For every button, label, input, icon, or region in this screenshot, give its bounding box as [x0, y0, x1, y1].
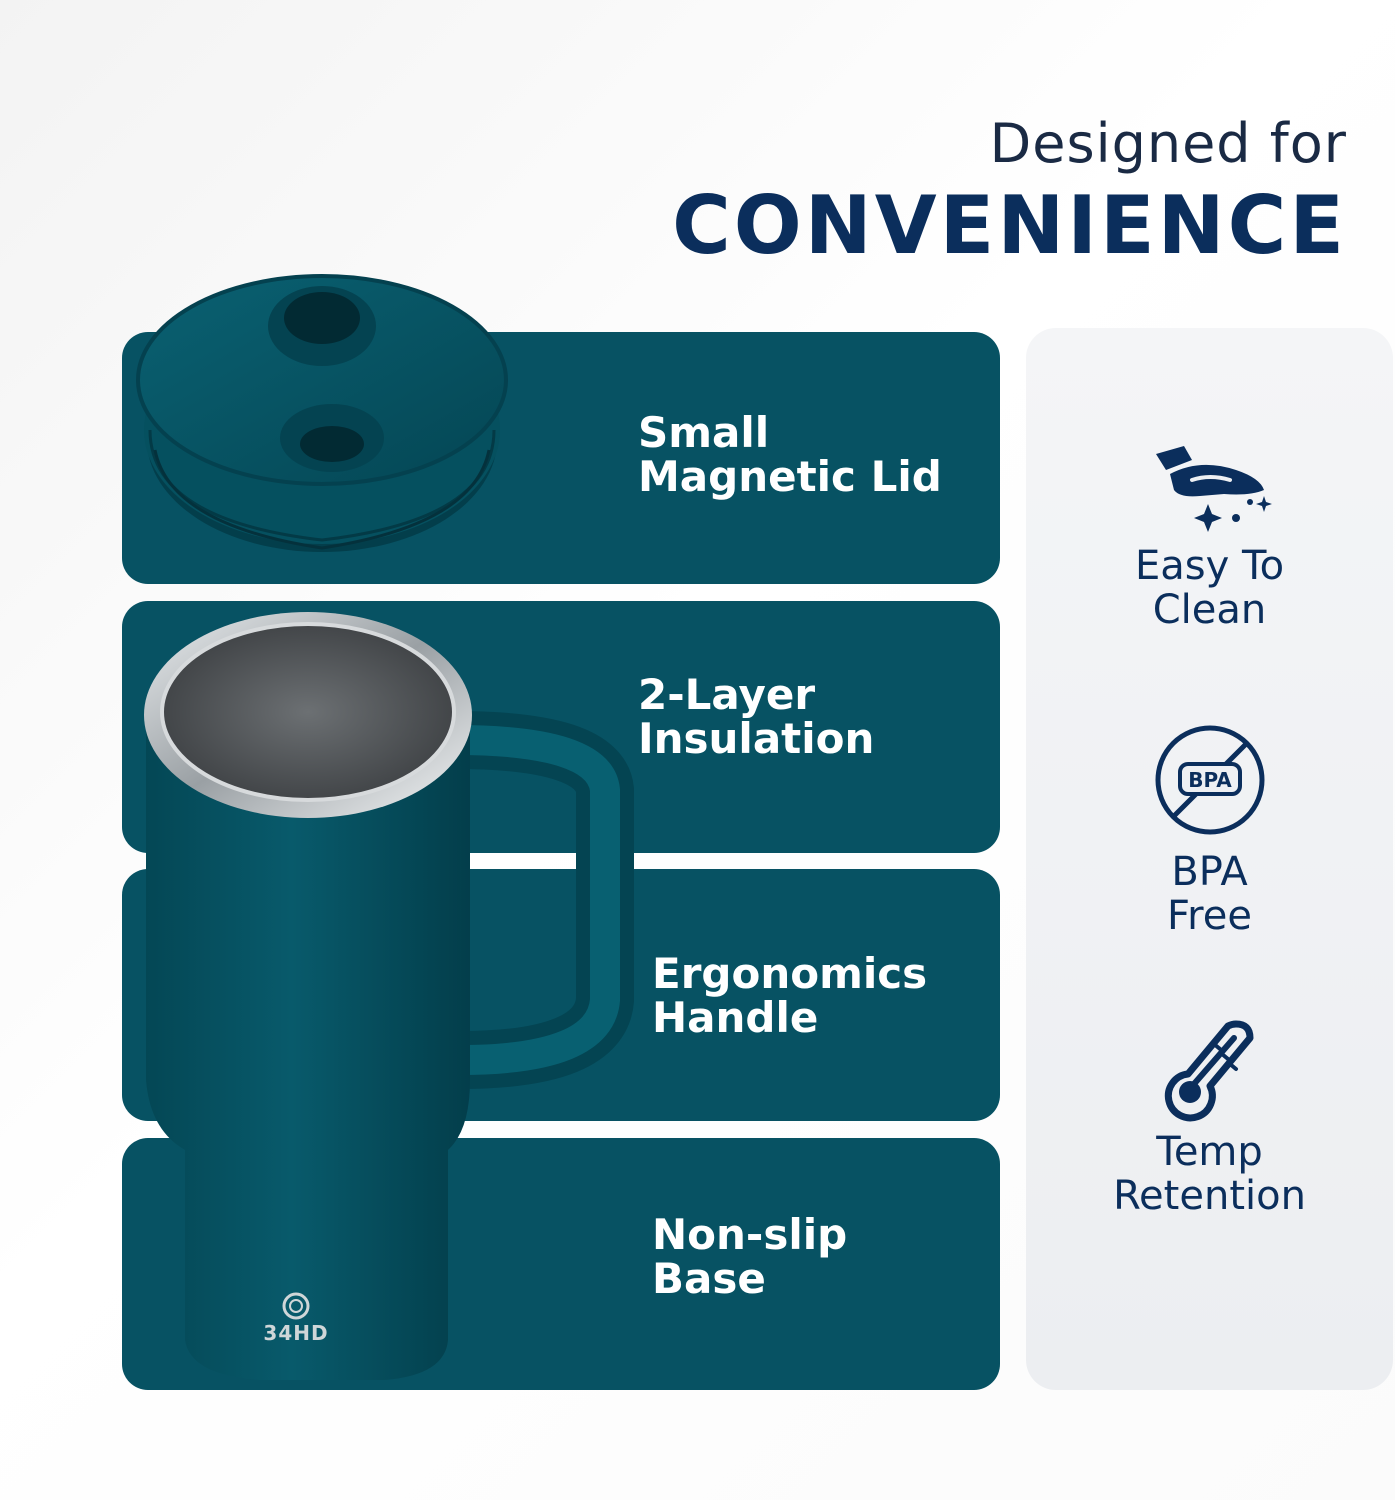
- feature-label-line: BPA: [1171, 849, 1248, 895]
- panel-label-handle: Ergonomics Handle: [652, 952, 927, 1040]
- headline-subtitle: Designed for: [989, 112, 1347, 175]
- panel-label-line: Ergonomics: [652, 949, 928, 998]
- feature-label-line: Retention: [1113, 1173, 1306, 1219]
- panel-label-base: Non-slip Base: [652, 1213, 847, 1301]
- feature-temp-retention: Temp Retention: [1026, 1014, 1393, 1218]
- panel-label-line: Base: [652, 1254, 766, 1303]
- panel-label-line: Small: [638, 408, 770, 457]
- panel-label-line: Magnetic Lid: [638, 452, 942, 501]
- bpa-badge-text: BPA: [1188, 768, 1232, 792]
- feature-label-line: Temp: [1156, 1129, 1263, 1175]
- feature-label-line: Clean: [1152, 587, 1267, 633]
- panel-label-line: Handle: [652, 993, 819, 1042]
- bpa-free-icon: BPA: [1155, 725, 1264, 835]
- panel-base: [122, 1138, 1000, 1390]
- feature-bpa-free: BPA BPA Free: [1026, 720, 1393, 938]
- panel-label-lid: Small Magnetic Lid: [638, 411, 942, 499]
- panel-label-line: 2-Layer: [638, 670, 816, 719]
- panel-label-insulation: 2-Layer Insulation: [638, 673, 874, 761]
- features-card: Easy To Clean BPA BPA Free Temp Retentio…: [1026, 328, 1393, 1390]
- panel-label-line: Non-slip: [652, 1210, 848, 1259]
- headline: Designed for CONVENIENCE: [672, 108, 1347, 272]
- feature-label-line: Free: [1167, 893, 1252, 939]
- panel-label-line: Insulation: [638, 714, 875, 763]
- feature-easy-clean: Easy To Clean: [1026, 440, 1393, 632]
- thermometer-icon: [1164, 1020, 1253, 1122]
- cleaning-hand-icon: [1155, 446, 1272, 532]
- feature-label-line: Easy To: [1134, 543, 1285, 589]
- headline-title: CONVENIENCE: [672, 179, 1347, 272]
